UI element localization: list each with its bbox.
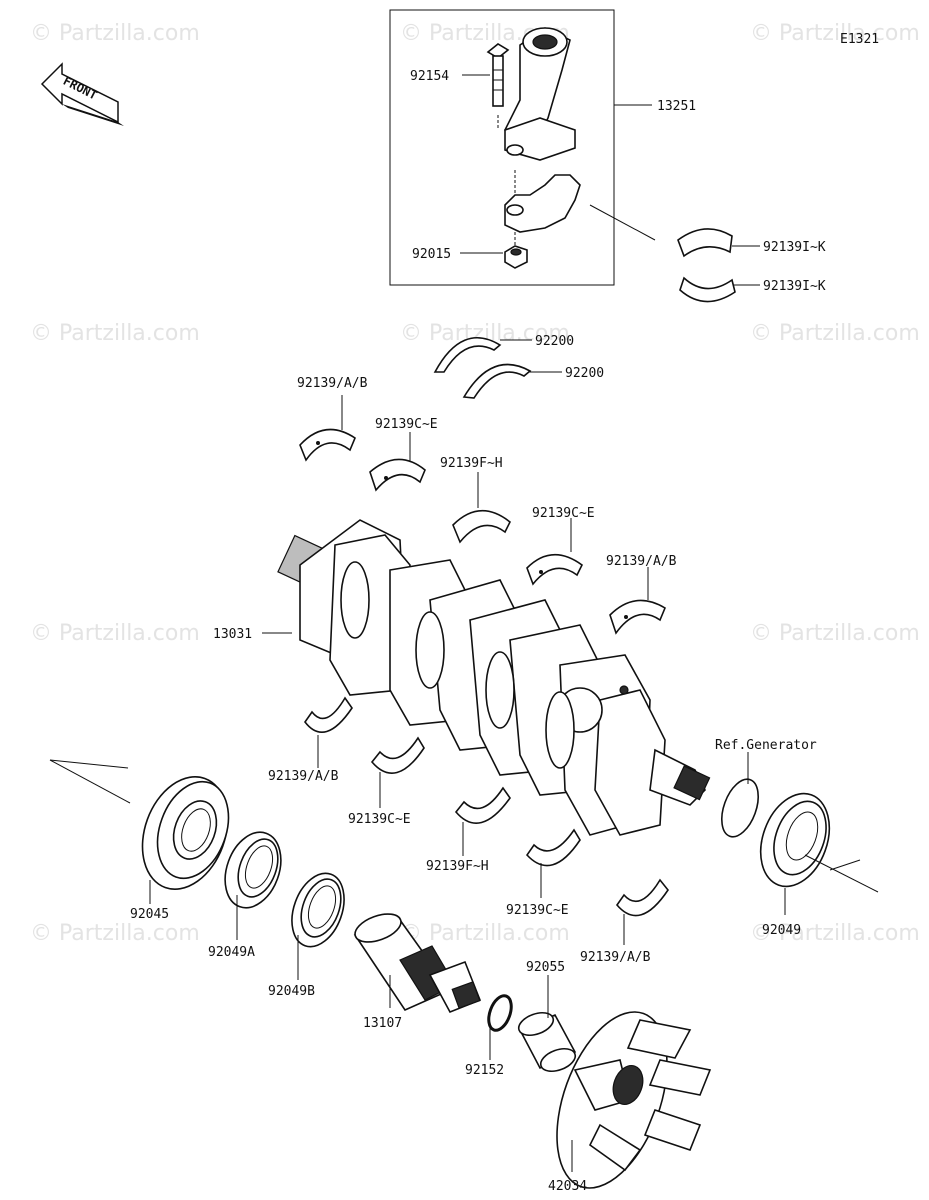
watermark: © Partzilla.com <box>750 21 920 46</box>
part-label[interactable]: 92154 <box>410 69 449 84</box>
part-label[interactable]: 92139I~K <box>763 240 826 255</box>
bearing-shell <box>370 736 425 774</box>
watermark: © Partzilla.com <box>400 921 570 946</box>
thrust-washer <box>462 363 532 399</box>
bearing-shell <box>525 828 581 867</box>
bearing-shell <box>369 458 426 492</box>
part-label[interactable]: 92139I~K <box>763 279 826 294</box>
watermark: © Partzilla.com <box>30 321 200 346</box>
part-label[interactable]: Ref.Generator <box>715 738 817 753</box>
collar <box>517 1011 577 1073</box>
part-label[interactable]: 92200 <box>565 366 604 381</box>
part-label[interactable]: 92139C~E <box>375 417 438 432</box>
part-label[interactable]: 42034 <box>548 1179 587 1194</box>
part-label[interactable]: 92139F~H <box>426 859 489 874</box>
conrod-nut <box>504 245 528 269</box>
ball-bearing <box>141 776 230 890</box>
coupling-hub <box>556 1011 712 1189</box>
part-label[interactable]: 92049 <box>762 923 801 938</box>
part-label[interactable]: 92152 <box>465 1063 504 1078</box>
conrod-bolt <box>486 43 510 107</box>
watermark: © Partzilla.com <box>750 321 920 346</box>
bearing-shell <box>609 599 667 635</box>
part-label[interactable]: 92139/A/B <box>580 950 651 965</box>
bearing-shell <box>526 553 584 586</box>
watermark: © Partzilla.com <box>750 621 920 646</box>
part-label[interactable]: 92055 <box>526 960 565 975</box>
part-label[interactable]: 92139C~E <box>348 812 411 827</box>
oil-seal <box>224 831 282 909</box>
bearing-shell <box>299 428 356 462</box>
part-label[interactable]: 92139C~E <box>532 506 595 521</box>
bearing-shell <box>679 276 736 303</box>
part-label[interactable]: 92049A <box>208 945 255 960</box>
bearing-shell <box>677 228 733 258</box>
part-label[interactable]: 92200 <box>535 334 574 349</box>
bearing-shell <box>304 696 353 733</box>
thrust-washer <box>433 336 502 373</box>
watermark: © Partzilla.com <box>30 921 200 946</box>
part-label[interactable]: 92139C~E <box>506 903 569 918</box>
part-label[interactable]: 92139/A/B <box>268 769 339 784</box>
part-label[interactable]: 13031 <box>213 627 252 642</box>
front-arrow-icon: FRONT <box>40 62 124 126</box>
part-label[interactable]: 92015 <box>412 247 451 262</box>
part-label[interactable]: 92049B <box>268 984 315 999</box>
diagram-code: E1321 <box>840 32 879 47</box>
watermark: © Partzilla.com <box>750 921 920 946</box>
bearing-shell <box>615 878 669 917</box>
crankshaft <box>277 519 711 836</box>
part-label[interactable]: 92139F~H <box>440 456 503 471</box>
conrod-assembly-box <box>389 9 615 286</box>
part-label[interactable]: 92139/A/B <box>297 376 368 391</box>
part-label[interactable]: 92045 <box>130 907 169 922</box>
connecting-rod <box>504 27 581 233</box>
part-label[interactable]: 13251 <box>657 99 696 114</box>
watermark: © Partzilla.com <box>30 621 200 646</box>
watermark: © Partzilla.com <box>30 21 200 46</box>
circlip-ring <box>720 778 760 838</box>
bearing-shell <box>454 786 511 824</box>
part-label[interactable]: 13107 <box>363 1016 402 1031</box>
oil-seal <box>759 792 831 888</box>
part-label[interactable]: 92139/A/B <box>606 554 677 569</box>
oil-seal <box>291 872 345 948</box>
o-ring <box>487 994 513 1032</box>
bearing-shell <box>452 509 512 544</box>
coupling-shaft <box>353 913 482 1014</box>
